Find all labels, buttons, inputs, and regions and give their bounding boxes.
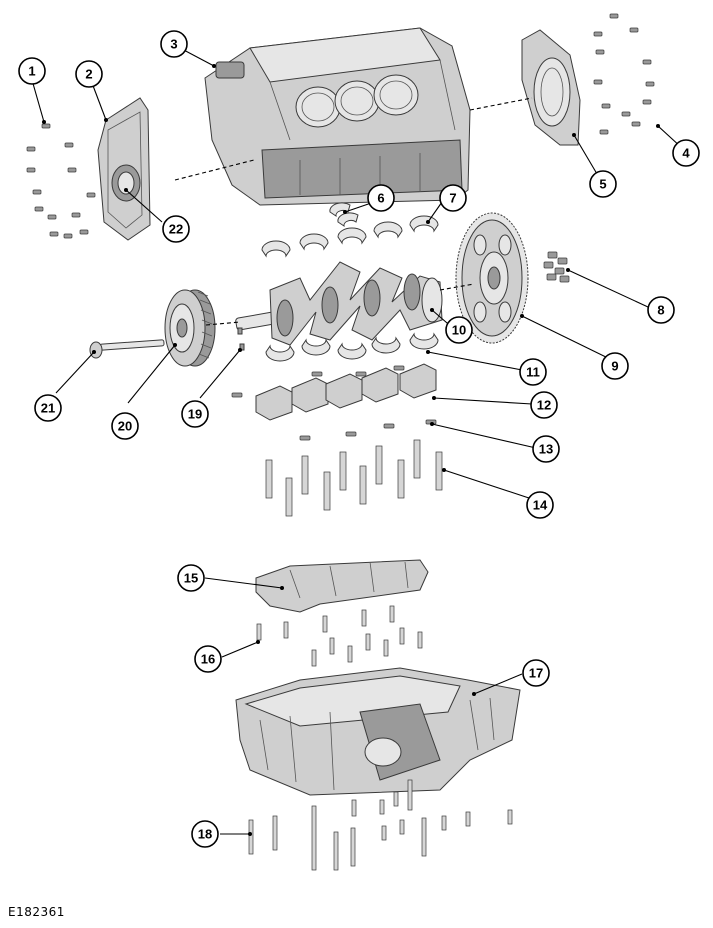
callout-19-label: 19 — [188, 407, 202, 422]
flexplate — [455, 212, 529, 344]
crankshaft — [235, 261, 443, 346]
callout-9-label: 9 — [611, 359, 618, 374]
callout-3: 3 — [160, 30, 188, 58]
baffle-plate — [255, 559, 429, 613]
callout-14: 14 — [526, 491, 554, 519]
thrust-washers — [329, 202, 359, 228]
leader-dots — [42, 64, 660, 836]
callout-2-label: 2 — [85, 67, 92, 82]
callout-1: 1 — [18, 57, 46, 85]
callout-12: 12 — [530, 391, 558, 419]
callout-9: 9 — [601, 352, 629, 380]
callout-20-label: 20 — [118, 419, 132, 434]
oil-pan — [235, 667, 521, 796]
callout-10-label: 10 — [452, 323, 466, 338]
callout-18-label: 18 — [198, 827, 212, 842]
callout-4-label: 4 — [682, 146, 690, 161]
callout-17-label: 17 — [529, 666, 543, 681]
callout-5: 5 — [589, 170, 617, 198]
main-cap-bolts — [265, 439, 443, 517]
callout-8-label: 8 — [657, 303, 664, 318]
callout-11: 11 — [519, 358, 547, 386]
woodruff-keys — [237, 327, 245, 351]
callout-18: 18 — [191, 820, 219, 848]
front-cover-bolts — [26, 123, 96, 239]
callout-22-label: 22 — [169, 222, 183, 237]
callout-7-label: 7 — [449, 191, 456, 206]
crankshaft-pulley — [164, 289, 216, 367]
main-bearing-caps — [255, 363, 437, 421]
callout-21-label: 21 — [41, 401, 55, 416]
callout-13: 13 — [532, 435, 560, 463]
callout-17: 17 — [522, 659, 550, 687]
callout-19: 19 — [181, 400, 209, 428]
callout-22: 22 — [162, 215, 190, 243]
callout-10: 10 — [445, 316, 473, 344]
oil-pan-bolts — [248, 779, 513, 871]
callout-6-label: 6 — [377, 191, 384, 206]
callout-20: 20 — [111, 412, 139, 440]
callout-16: 16 — [194, 645, 222, 673]
leader-lines — [31, 47, 683, 835]
baffle-bolts — [256, 605, 423, 667]
callout-13-label: 13 — [539, 442, 553, 457]
cylinder-block — [204, 27, 471, 206]
callout-15: 15 — [177, 564, 205, 592]
callout-6: 6 — [367, 184, 395, 212]
callout-5-label: 5 — [599, 177, 606, 192]
callout-15-label: 15 — [184, 571, 198, 586]
bearing-cap-side-bolts — [231, 365, 437, 441]
flexplate-bolts — [543, 251, 570, 283]
callout-12-label: 12 — [537, 398, 551, 413]
figure-code: E182361 — [8, 905, 65, 919]
upper-bearing-shells — [261, 215, 439, 258]
callout-7: 7 — [439, 184, 467, 212]
callout-14-label: 14 — [533, 498, 548, 513]
callout-4: 4 — [672, 139, 700, 167]
rear-housing-bolts — [593, 13, 655, 135]
callout-11-label: 11 — [526, 365, 540, 380]
pulley-bolt — [89, 339, 165, 359]
rear-seal-housing — [521, 29, 581, 146]
front-cover-plate — [97, 97, 151, 241]
callout-1-label: 1 — [28, 64, 35, 79]
callout-16-label: 16 — [201, 652, 215, 667]
callout-8: 8 — [647, 296, 675, 324]
lower-bearing-shells — [265, 332, 439, 362]
callout-2: 2 — [75, 60, 103, 88]
callout-3-label: 3 — [170, 37, 177, 52]
callout-21: 21 — [34, 394, 62, 422]
